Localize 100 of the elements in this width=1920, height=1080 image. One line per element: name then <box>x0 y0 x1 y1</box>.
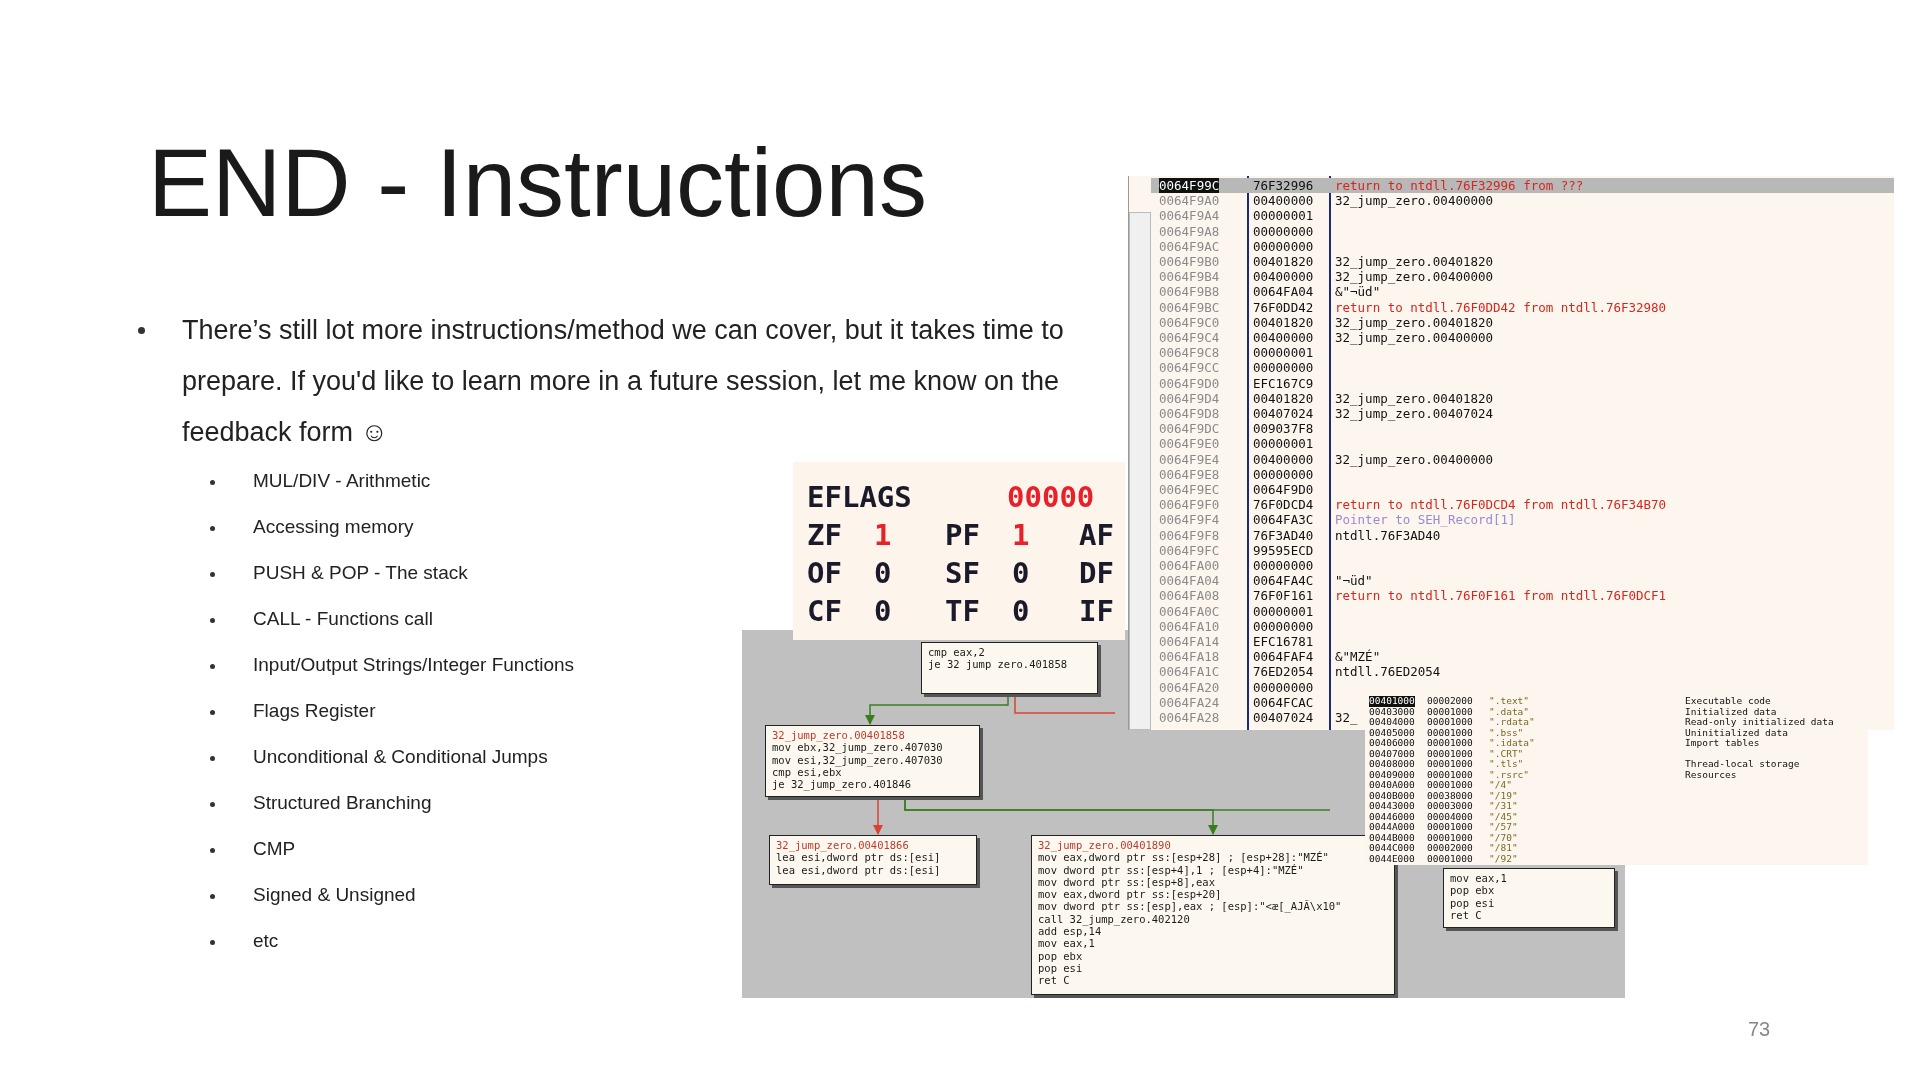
code-block <box>1443 868 1615 928</box>
code-line: mov dword ptr ss:[esp+4],1 ; [esp+4]:"MZÉ" <box>1038 863 1305 876</box>
value-cell: 00400000 <box>1253 269 1314 285</box>
value-cell: 00401820 <box>1253 314 1314 330</box>
arrow <box>864 694 1009 726</box>
value-cell: 00000000 <box>1253 558 1314 573</box>
value-cell: 0064FA4C <box>1253 573 1314 589</box>
slide-title: END - Instructions <box>148 128 927 238</box>
address-cell: 0064FA00 <box>1159 558 1220 573</box>
comment-cell: 32_jump_zero.00407024 <box>1335 406 1494 421</box>
value-cell: 76F0DCD4 <box>1253 497 1314 513</box>
register-name: EFLAGS <box>807 480 912 514</box>
size-cell: 00001000 <box>1427 822 1473 833</box>
address-cell: 0064FA0C <box>1159 603 1220 619</box>
flag-name: OF <box>807 556 842 590</box>
flag-name: AF <box>1079 518 1114 552</box>
flag-value: 00000 <box>1007 480 1095 514</box>
code-line: call 32_jump_zero.402120 <box>1038 912 1191 926</box>
description-cell: Uninitialized data <box>1685 727 1788 738</box>
address-cell: 0064FA14 <box>1159 634 1220 649</box>
comment-cell: 32_jump_zero.00401820 <box>1335 314 1494 330</box>
value-cell: 00401820 <box>1253 254 1314 269</box>
address-cell: 0044E000 <box>1369 853 1415 864</box>
comment-cell: 32_jump_zero.00400000 <box>1335 269 1494 285</box>
address-cell: 00409000 <box>1369 769 1415 780</box>
section-name-cell: "/31" <box>1489 801 1518 812</box>
flag-value: 0 <box>874 556 892 590</box>
code-block <box>769 835 977 885</box>
address-cell: 0064F9F8 <box>1159 527 1220 543</box>
code-line: lea esi,dword ptr ds:[esi] <box>776 851 942 864</box>
address-cell: 0064FA1C <box>1159 664 1220 680</box>
address-cell: 0064F9A0 <box>1159 193 1220 209</box>
address-cell: 0064F9E8 <box>1159 466 1220 482</box>
flag-name: TF <box>945 594 980 628</box>
address-cell: 0064F9D4 <box>1159 390 1220 406</box>
code-line: mov dword ptr ss:[esp+8],eax <box>1038 875 1216 889</box>
address-cell: 00404000 <box>1369 717 1415 728</box>
flag-value: 1 <box>874 518 892 552</box>
code-line: cmp eax,2 <box>928 646 986 659</box>
section-name-cell: "/45" <box>1489 811 1518 822</box>
value-cell: 76F3AD40 <box>1253 527 1314 543</box>
description-cell: Resources <box>1685 769 1737 780</box>
section-name-cell: ".text" <box>1489 696 1530 707</box>
value-cell: 00000001 <box>1253 603 1314 619</box>
section-name-cell: ".rsrc" <box>1489 769 1530 780</box>
section-name-cell: ".tls" <box>1489 759 1524 770</box>
address-cell: 0064F9AC <box>1159 238 1220 254</box>
address-cell: 0044A000 <box>1369 822 1415 833</box>
value-cell: 00000000 <box>1253 618 1314 634</box>
page-number: 73 <box>1748 1018 1771 1041</box>
connector-line <box>1014 694 1116 714</box>
comment-cell: "¬üd" <box>1335 573 1373 589</box>
size-cell: 00002000 <box>1427 696 1473 707</box>
section-name-cell: "/19" <box>1489 790 1518 801</box>
value-cell: 009037F8 <box>1253 421 1314 437</box>
value-cell: 0064F9D0 <box>1253 482 1314 497</box>
value-cell: 0064FA3C <box>1253 512 1314 528</box>
sub-bullet-text: Structured Branching <box>253 792 432 814</box>
comment-cell: return to ntdll.76F32996 from ??? <box>1335 178 1584 193</box>
address-cell: 00443000 <box>1369 801 1415 812</box>
sub-bullet-text: Flags Register <box>253 700 376 722</box>
address-cell: 0064FA18 <box>1159 649 1220 665</box>
comment-cell: 32_jump_zero.00401820 <box>1335 390 1494 406</box>
section-name-cell: "/4" <box>1489 780 1512 791</box>
address-cell: 0064FA20 <box>1159 679 1220 695</box>
description-cell: Initialized data <box>1685 706 1777 717</box>
comment-cell: 32_jump_zero.00400000 <box>1335 330 1494 345</box>
size-cell: 00001000 <box>1427 769 1473 780</box>
bullet-paragraph: There’s still lot more instructions/method we can cover, but it takes time to prepare. If you'd like to learn more in a future session, let me know on the feedback form ☺ <box>182 314 1065 449</box>
size-cell: 00001000 <box>1427 717 1473 728</box>
address-cell: 0064F9B8 <box>1159 284 1220 300</box>
comment-cell: 32_jump_zero.00400000 <box>1335 193 1494 209</box>
address-cell: 0064F9DC <box>1159 421 1220 437</box>
sub-bullet-text: CMP <box>253 838 296 860</box>
value-cell: 76F0DD42 <box>1253 299 1314 315</box>
address-cell: 0064F9CC <box>1159 360 1220 376</box>
comment-cell: return to ntdll.76F0DCD4 from ntdll.76F34B70 <box>1335 497 1667 513</box>
value-cell: 00400000 <box>1253 193 1314 209</box>
size-cell: 00001000 <box>1427 727 1473 738</box>
description-cell: Executable code <box>1685 696 1771 707</box>
value-cell: 00000000 <box>1253 238 1314 254</box>
comment-cell: ntdll.76F3AD40 <box>1335 527 1441 543</box>
sub-bullet-text: PUSH & POP - The stack <box>253 562 468 584</box>
section-name-cell: ".CRT" <box>1489 748 1524 759</box>
address-cell: 0044C000 <box>1369 843 1415 854</box>
value-cell: 00000000 <box>1253 679 1314 695</box>
address-cell: 0040A000 <box>1369 780 1415 791</box>
value-cell: 0064FCAC <box>1253 694 1314 710</box>
value-cell: 00000001 <box>1253 345 1314 361</box>
address-cell: 0064F9E4 <box>1159 451 1220 467</box>
value-cell: 00000001 <box>1253 208 1314 224</box>
address-cell: 00407000 <box>1369 748 1415 759</box>
section-name-cell: "/57" <box>1489 822 1518 833</box>
address-cell: 0064F9F4 <box>1159 512 1220 528</box>
address-cell: 00408000 <box>1369 759 1415 770</box>
sub-bullet-text: CALL - Functions call <box>253 608 433 630</box>
comment-cell: return to ntdll.76F0F161 from ntdll.76F0DCF1 <box>1335 588 1667 604</box>
address-cell: 0064F9B0 <box>1159 254 1220 269</box>
comment-cell: ntdll.76ED2054 <box>1335 664 1441 680</box>
sub-bullet-text: Unconditional & Conditional Jumps <box>253 746 548 768</box>
